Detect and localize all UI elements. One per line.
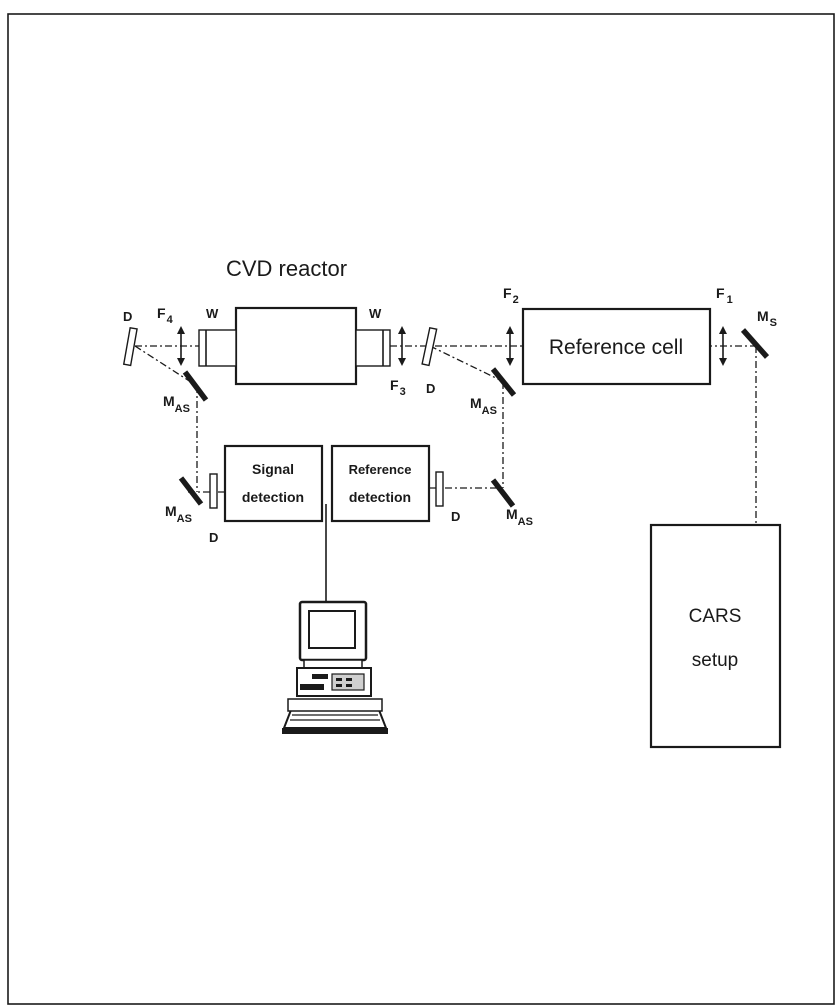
label-mas-right-lower: MAS — [506, 506, 533, 528]
cars-setup-box — [649, 523, 782, 749]
label-w-left: W — [206, 306, 219, 321]
computer-icon — [282, 600, 388, 734]
reference-cell-box — [521, 307, 712, 386]
window-left — [198, 329, 237, 367]
signal-detection-label-1: Signal — [252, 461, 294, 477]
diaphragm-left — [122, 326, 138, 367]
left-reflect-beam — [134, 345, 195, 385]
page-frame — [7, 13, 835, 1005]
right-reflect-beam — [429, 345, 501, 381]
window-right — [355, 329, 391, 367]
reference-cell-label: Reference cell — [549, 336, 683, 359]
label-d-signal: D — [209, 530, 218, 545]
mirror-mas-right-upper — [490, 367, 517, 397]
label-mas-right-upper: MAS — [470, 395, 497, 417]
cvd-reactor-title: CVD reactor — [226, 256, 347, 281]
label-f2: F2 — [503, 285, 519, 306]
cars-setup-label-1: CARS — [689, 606, 742, 627]
label-d-reference: D — [451, 509, 460, 524]
label-f3: F3 — [390, 377, 406, 398]
diaphragm-reference — [435, 471, 444, 507]
mirror-ms — [740, 328, 770, 359]
label-w-right: W — [369, 306, 382, 321]
label-d-middle: D — [426, 381, 435, 396]
cvd-reactor-body — [234, 306, 358, 386]
diaphragm-middle — [421, 326, 438, 367]
label-f4: F4 — [157, 305, 174, 326]
cars-setup-label-2: setup — [692, 650, 738, 671]
label-mas-left-upper: MAS — [163, 393, 190, 415]
reference-detection-label-2: detection — [349, 489, 411, 505]
signal-detection-label-2: detection — [242, 489, 304, 505]
mirror-mas-right-lower — [490, 478, 516, 508]
lens-f3 — [397, 325, 407, 367]
label-d-left: D — [123, 309, 132, 324]
label-ms: MS — [757, 308, 777, 329]
label-mas-left-lower: MAS — [165, 503, 192, 525]
mirror-mas-left-lower — [178, 476, 204, 506]
diaphragm-signal — [209, 473, 218, 509]
reference-detection-label-1: Reference — [349, 462, 412, 477]
mirror-mas-left-upper — [182, 370, 209, 402]
reference-detection-box — [330, 444, 431, 523]
signal-detection-box — [223, 444, 324, 523]
